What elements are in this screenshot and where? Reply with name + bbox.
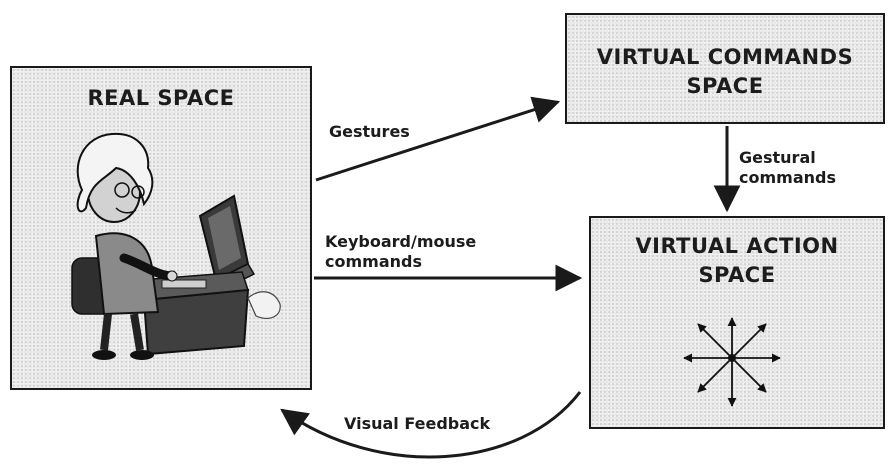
- gestures-arrow: [315, 96, 561, 182]
- real-space-box: REAL SPACE: [10, 66, 312, 390]
- virtual-action-space-title: VIRTUAL ACTION SPACE: [635, 234, 839, 287]
- gestural-commands-label: Gestural commands: [739, 148, 836, 187]
- virtual-commands-space-box: VIRTUAL COMMANDS SPACE: [565, 13, 885, 124]
- virtual-action-space-box: VIRTUAL ACTION SPACE: [589, 216, 885, 429]
- radiating-arrows-icon: [683, 317, 781, 407]
- virtual-commands-space-title: VIRTUAL COMMANDS SPACE: [596, 45, 854, 98]
- visual-feedback-arrow: [280, 391, 582, 459]
- keyboard-mouse-commands-label: Keyboard/mouse commands: [325, 232, 477, 271]
- gestures-label: Gestures: [329, 122, 410, 141]
- visual-feedback-label: Visual Feedback: [344, 414, 491, 433]
- person-at-computer-illustration: [71, 132, 281, 360]
- real-space-title: REAL SPACE: [87, 86, 235, 110]
